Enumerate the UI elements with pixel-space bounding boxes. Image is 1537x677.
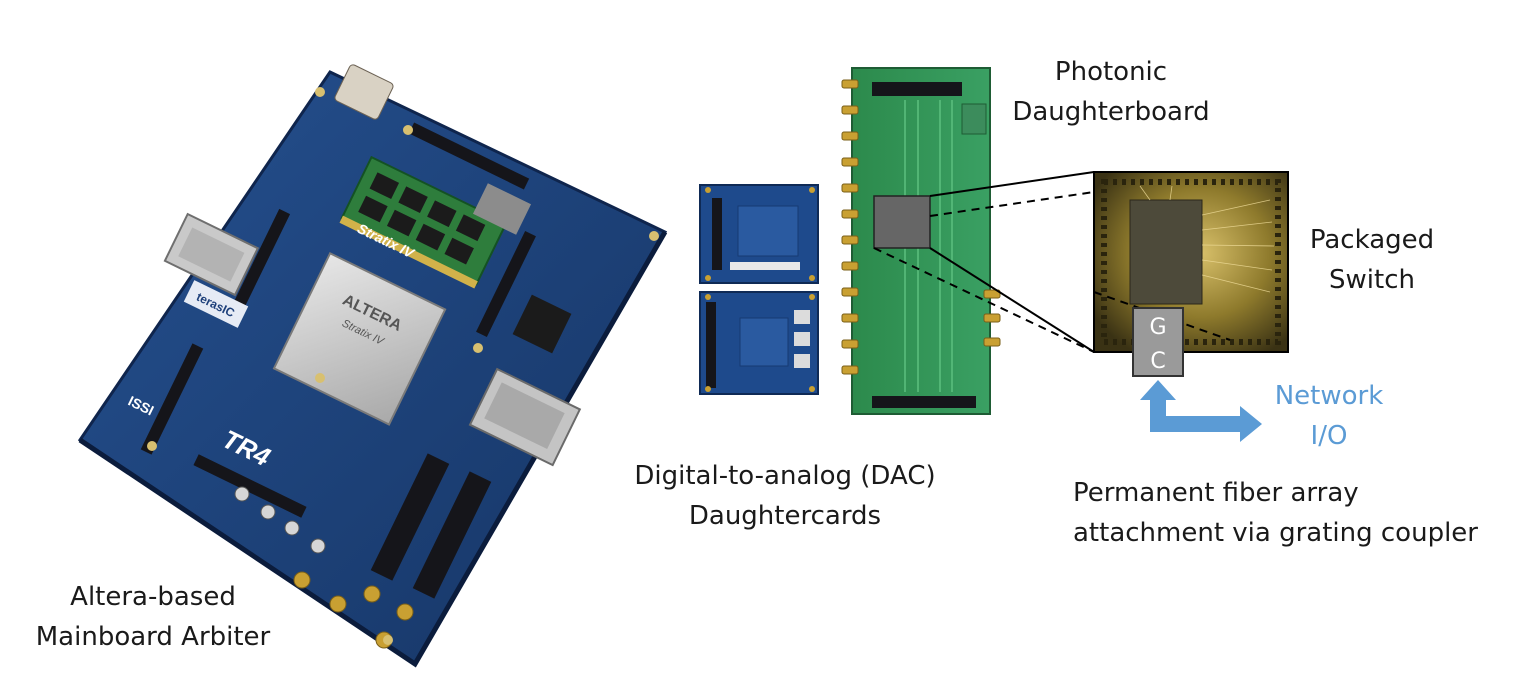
top-ic-chip [472, 183, 532, 235]
gc-letter-g: G [1149, 315, 1166, 340]
bottom-connector [193, 454, 307, 518]
zoom-lines [873, 171, 1095, 353]
label-mainboard-line2: Mainboard Arbiter [35, 622, 271, 652]
label-photonic-daughterboard: Photonic Daughterboard [1006, 52, 1216, 132]
label-mainboard-line1: Altera-based [70, 582, 236, 612]
label-fiber-attachment: Permanent fiber array attachment via gra… [1073, 473, 1478, 553]
hsmc-connector-left [231, 208, 291, 312]
label-switch-line2: Switch [1329, 265, 1415, 295]
photonic-sma-right [983, 289, 1001, 347]
label-photonic-line1: Photonic [1054, 57, 1168, 87]
network-io-arrow [1140, 380, 1262, 442]
label-fiber-line2: attachment via grating coupler [1073, 518, 1478, 548]
grating-coupler-box: G C [1132, 307, 1184, 377]
label-packaged-switch: Packaged Switch [1302, 220, 1442, 300]
label-photonic-line2: Daughterboard [1012, 97, 1210, 127]
mounting-holes [147, 87, 659, 645]
mainboard-illustration: ALTERA Stratix IV Stratix IV [77, 64, 668, 668]
right-ic-chip [512, 294, 572, 354]
left-sfp-connector [163, 212, 260, 297]
gc-letter-c: C [1150, 349, 1165, 374]
hsmc-connector-bottom-left [140, 343, 204, 455]
gpio-header-1 [370, 453, 450, 581]
push-buttons [234, 486, 326, 554]
hsmc-connector-right [476, 231, 536, 337]
photonic-sma-left [841, 79, 859, 375]
label-network-line1: Network [1274, 381, 1384, 411]
label-switch-line1: Packaged [1309, 225, 1435, 255]
label-dac-daughtercards: Digital-to-analog (DAC) Daughtercards [620, 456, 950, 536]
label-dac-line2: Daughtercards [688, 501, 882, 531]
photonic-daughterboard [841, 67, 1001, 415]
packaged-switch-photo [1093, 171, 1289, 353]
photonic-chip-location [873, 195, 931, 249]
label-network-io: Network I/O [1264, 376, 1394, 456]
vendor-logo-badge [183, 280, 249, 328]
label-network-line2: I/O [1310, 421, 1348, 451]
hsmc-connector-top [408, 122, 530, 190]
ram-module [339, 155, 508, 289]
label-fiber-line1: Permanent fiber array [1073, 478, 1359, 508]
right-sfp-connector [468, 367, 582, 467]
dac-daughtercard-top [699, 184, 819, 284]
label-dac-line1: Digital-to-analog (DAC) [634, 461, 936, 491]
label-mainboard-arbiter: Altera-based Mainboard Arbiter [18, 577, 288, 657]
dac-daughtercard-bottom [699, 291, 819, 395]
gpio-header-2 [412, 471, 492, 599]
power-connector [334, 64, 394, 120]
